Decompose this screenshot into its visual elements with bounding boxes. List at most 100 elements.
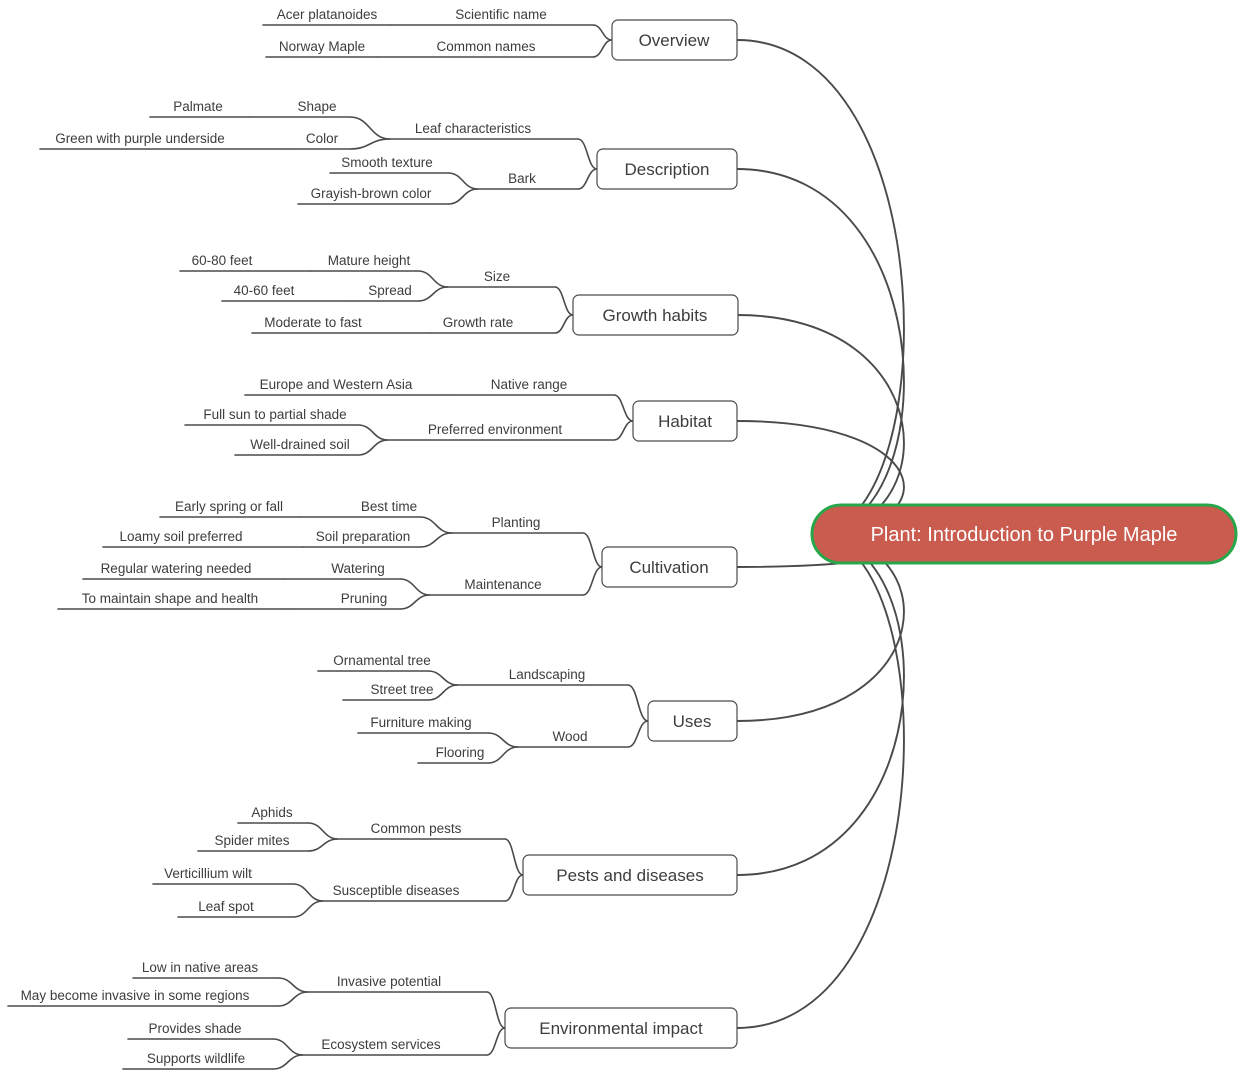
node-label-size[interactable]: Size [484, 269, 510, 284]
connector-curve [554, 286, 574, 316]
connector-curve [613, 420, 634, 441]
node-label-landscaping[interactable]: Landscaping [509, 667, 586, 682]
node-label-invasive-potential[interactable]: Invasive potential [337, 974, 441, 989]
node-label-regular-watering-needed[interactable]: Regular watering needed [101, 561, 252, 576]
node-label-bark[interactable]: Bark [508, 171, 536, 186]
root-node-label[interactable]: Plant: Introduction to Purple Maple [871, 524, 1178, 546]
node-label-watering[interactable]: Watering [331, 561, 385, 576]
node-label-flooring[interactable]: Flooring [436, 745, 485, 760]
node-label-maintain-shape-health[interactable]: To maintain shape and health [82, 591, 258, 606]
node-label-scientific-name[interactable]: Scientific name [455, 7, 547, 22]
connector-root-growth-habits [736, 314, 905, 535]
node-label-color[interactable]: Color [306, 131, 339, 146]
node-label-norway-maple[interactable]: Norway Maple [279, 39, 365, 54]
node-label-supports-wildlife[interactable]: Supports wildlife [147, 1051, 245, 1066]
node-label-acer-platanoides[interactable]: Acer platanoides [277, 7, 378, 22]
node-label-growth-rate[interactable]: Growth rate [443, 315, 514, 330]
branch-label-description[interactable]: Description [624, 160, 709, 179]
connector-curve [357, 424, 389, 441]
node-label-preferred-environment[interactable]: Preferred environment [428, 422, 563, 437]
connector-curve [277, 977, 309, 993]
root-node-group: Plant: Introduction to Purple Maple [810, 503, 1238, 565]
branch-node-habitat[interactable] [632, 400, 738, 442]
connector-curve [504, 838, 524, 876]
node-label-planting[interactable]: Planting [492, 515, 541, 530]
node-label-ornamental-tree[interactable]: Ornamental tree [333, 653, 431, 668]
connector-curve [487, 746, 519, 764]
node-label-early-spring-or-fall[interactable]: Early spring or fall [175, 499, 283, 514]
branch-node-description[interactable] [596, 148, 738, 190]
node-label-furniture-making[interactable]: Furniture making [370, 715, 471, 730]
node-label-native-range[interactable]: Native range [491, 377, 568, 392]
connector-curve [399, 594, 431, 610]
branch-label-cultivation[interactable]: Cultivation [629, 558, 708, 577]
branch-node-growth-habits[interactable] [572, 294, 739, 336]
branch-node-cultivation[interactable] [601, 546, 738, 588]
node-label-60-80-feet[interactable]: 60-80 feet [192, 253, 253, 268]
node-label-common-pests[interactable]: Common pests [371, 821, 462, 836]
node-label-shape[interactable]: Shape [297, 99, 336, 114]
node-label-soil-preparation[interactable]: Soil preparation [316, 529, 411, 544]
node-label-green-purple-underside[interactable]: Green with purple underside [55, 131, 225, 146]
node-label-verticillium-wilt[interactable]: Verticillium wilt [164, 866, 252, 881]
branch-overview: Scientific name Acer platanoides Common … [262, 7, 738, 61]
branch-label-habitat[interactable]: Habitat [658, 412, 712, 431]
node-label-europe-western-asia[interactable]: Europe and Western Asia [260, 377, 413, 392]
connector-curve [627, 684, 649, 722]
connector-curve [307, 822, 339, 840]
node-label-moderate-to-fast[interactable]: Moderate to fast [264, 315, 362, 330]
node-label-provides-shade[interactable]: Provides shade [148, 1021, 241, 1036]
node-label-palmate[interactable]: Palmate [173, 99, 223, 114]
branch-pests-and-diseases: Common pests Aphids Spider mites Suscept… [152, 805, 738, 918]
node-label-40-60-feet[interactable]: 40-60 feet [234, 283, 295, 298]
node-label-common-names[interactable]: Common names [436, 39, 535, 54]
node-label-well-drained-soil[interactable]: Well-drained soil [250, 437, 350, 452]
node-label-may-become-invasive[interactable]: May become invasive in some regions [21, 988, 250, 1003]
node-label-grayish-brown-color[interactable]: Grayish-brown color [311, 186, 432, 201]
node-label-mature-height[interactable]: Mature height [328, 253, 411, 268]
branch-habitat: Native range Europe and Western Asia Pre… [184, 377, 738, 456]
connector-root-pests [736, 533, 905, 876]
branch-growth-habits: Size Mature height 60-80 feet Spread 40-… [179, 253, 739, 336]
branch-label-growth-habits[interactable]: Growth habits [603, 306, 708, 325]
branch-label-uses[interactable]: Uses [673, 712, 712, 731]
connector-curve [307, 838, 339, 852]
node-label-susceptible-diseases[interactable]: Susceptible diseases [333, 883, 460, 898]
node-label-full-sun-partial-shade[interactable]: Full sun to partial shade [203, 407, 346, 422]
connector-curve [447, 188, 479, 205]
node-label-leaf-spot[interactable]: Leaf spot [198, 899, 254, 914]
branch-label-environmental-impact[interactable]: Environmental impact [539, 1019, 703, 1038]
branch-node-pests-and-diseases[interactable] [522, 854, 738, 896]
branch-label-overview[interactable]: Overview [639, 31, 711, 50]
node-label-wood[interactable]: Wood [552, 729, 587, 744]
connector-curve [419, 516, 453, 534]
root-node[interactable] [810, 503, 1238, 565]
node-label-spider-mites[interactable]: Spider mites [214, 833, 289, 848]
connector-curve [427, 684, 459, 701]
connector-curve [419, 532, 453, 548]
node-label-street-tree[interactable]: Street tree [370, 682, 433, 697]
branch-node-environmental-impact[interactable] [504, 1007, 738, 1049]
connector-curve [486, 1027, 506, 1056]
node-label-aphids[interactable]: Aphids [251, 805, 293, 820]
branch-node-uses[interactable] [647, 700, 738, 742]
node-label-smooth-texture[interactable]: Smooth texture [341, 155, 433, 170]
node-label-ecosystem-services[interactable]: Ecosystem services [321, 1037, 441, 1052]
branch-node-overview[interactable] [611, 19, 738, 61]
connector-curve [292, 883, 324, 902]
branch-label-pests-and-diseases[interactable]: Pests and diseases [556, 866, 703, 885]
node-label-low-in-native-areas[interactable]: Low in native areas [142, 960, 259, 975]
connector-curve [613, 394, 634, 422]
node-label-spread[interactable]: Spread [368, 283, 412, 298]
connector-curve [592, 39, 613, 58]
node-label-leaf-characteristics[interactable]: Leaf characteristics [415, 121, 532, 136]
node-label-loamy-soil-preferred[interactable]: Loamy soil preferred [119, 529, 242, 544]
connector-curve [272, 1038, 304, 1056]
connector-curve [292, 900, 324, 918]
connector-curve [577, 168, 598, 190]
node-label-pruning[interactable]: Pruning [341, 591, 388, 606]
connector-root-description [736, 168, 905, 535]
node-label-best-time[interactable]: Best time [361, 499, 417, 514]
node-label-maintenance[interactable]: Maintenance [464, 577, 541, 592]
